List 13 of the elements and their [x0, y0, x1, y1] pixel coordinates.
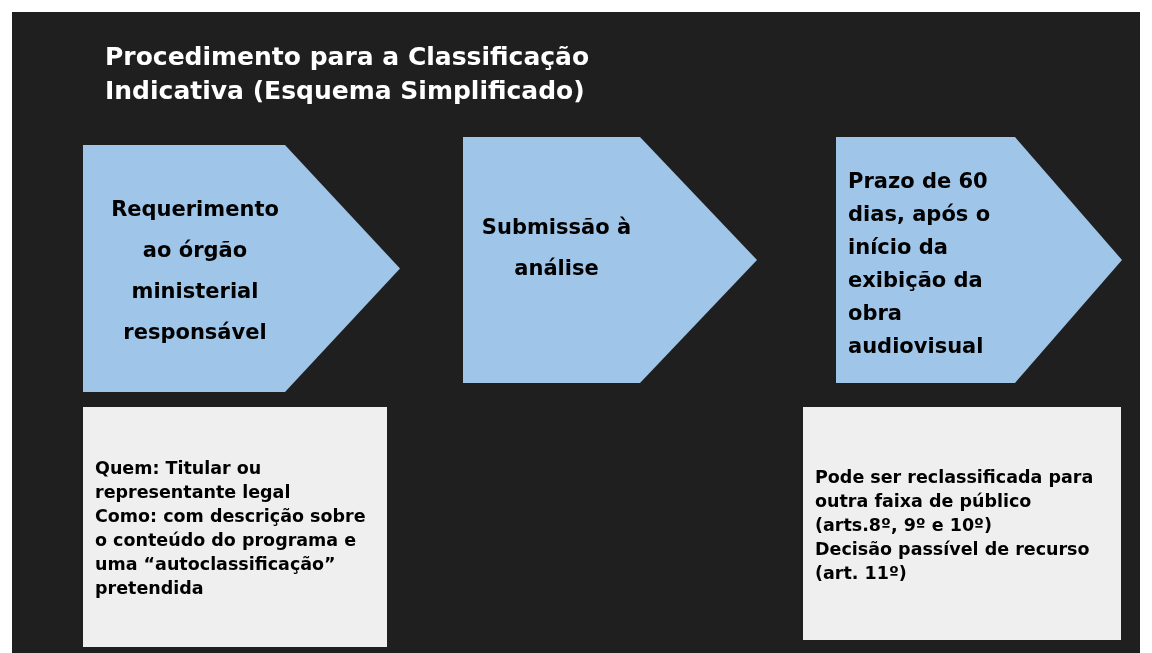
- note-text: Decisão passível de recurso (art. 11º): [815, 537, 1091, 585]
- diagram-title: Procedimento para a Classificação Indicativa (Esquema Simplificado): [105, 41, 591, 107]
- chevron-step: [83, 145, 400, 392]
- note-card: [83, 407, 387, 647]
- note-text: Quem: Titular ou representante legal: [95, 457, 292, 504]
- note-text: Pode ser reclassificada para outra faixa de público (arts.8º, 9º e 10º): [815, 465, 1095, 537]
- note-card: [803, 407, 1121, 640]
- note-text: Como: com descrição sobre o conteúdo do programa e uma “autoclassificação” pretendida: [95, 505, 367, 600]
- chevron-step: [463, 137, 757, 383]
- step-label: Requerimento ao órgão ministerial responsável: [110, 196, 280, 346]
- chevron-step: [836, 137, 1122, 383]
- step-label: Prazo de 60 dias, após o início da exibição da obra audiovisual: [848, 168, 992, 360]
- step-label: Submissão à análise: [480, 213, 633, 282]
